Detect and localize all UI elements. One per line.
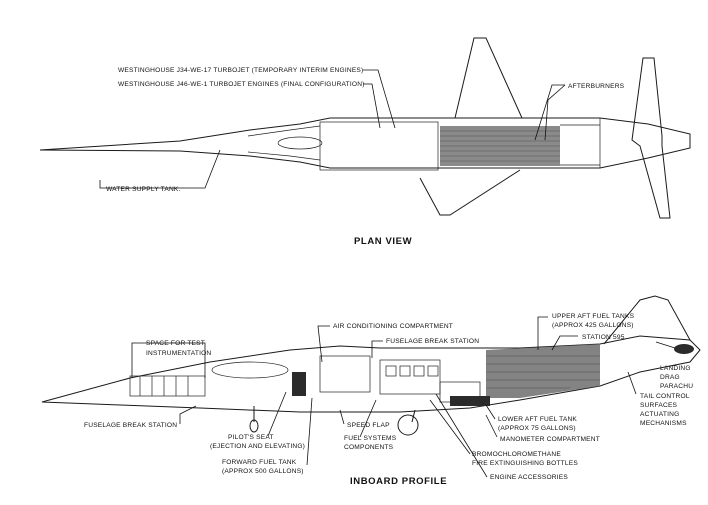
label-fire-bottles: FIRE EXTINGUISHING BOTTLES	[472, 460, 578, 467]
label-surfaces: SURFACES	[640, 402, 678, 409]
label-parachute: PARACHU	[660, 383, 693, 390]
label-afterburners: AFTERBURNERS	[568, 83, 625, 90]
label-upper-aft-gallons: (APPROX 425 GALLONS)	[552, 322, 634, 329]
plan-view-title: PLAN VIEW	[354, 236, 412, 247]
label-forward-fuel-tank: FORWARD FUEL TANK	[222, 459, 297, 466]
label-j34-engine: WESTINGHOUSE J34-WE-17 TURBOJET (TEMPORA…	[118, 67, 363, 74]
label-station-595: STATION 595	[582, 334, 625, 341]
profile-lower-aft-tank	[450, 396, 490, 406]
label-water-supply-tank: WATER SUPPLY TANK.	[106, 186, 181, 193]
label-j46-engine: WESTINGHOUSE J46-WE-1 TURBOJET ENGINES (…	[118, 81, 365, 88]
profile-nose-gear	[249, 406, 259, 433]
plan-inlet	[247, 125, 321, 161]
label-upper-aft-tanks: UPPER AFT FUEL TANKS	[552, 313, 635, 320]
label-landing: LANDING	[660, 365, 691, 372]
label-fuel-systems: FUEL SYSTEMS	[344, 435, 397, 442]
plan-engine-bay	[319, 121, 439, 171]
label-air-conditioning: AIR CONDITIONING COMPARTMENT	[333, 323, 453, 330]
label-lower-aft-gallons: (APPROX 75 GALLONS)	[498, 425, 576, 432]
plan-lower-wing	[419, 169, 521, 216]
label-fuselage-break-bottom: FUSELAGE BREAK STATION	[84, 422, 177, 429]
profile-parachute-housing	[674, 344, 694, 354]
profile-upper-aft-tank	[486, 344, 600, 398]
label-pilot-seat: PILOT'S SEAT	[228, 434, 274, 441]
plan-tail	[631, 57, 671, 219]
label-drag: DRAG	[660, 374, 680, 381]
plan-cockpit	[277, 136, 323, 150]
profile-instrumentation-bay	[129, 375, 206, 397]
label-forward-fuel-gallons: (APPROX 500 GALLONS)	[222, 468, 304, 475]
label-speed-flap: SPEED FLAP	[347, 422, 390, 429]
inboard-profile-title: INBOARD PROFILE	[350, 476, 447, 487]
label-actuating: ACTUATING	[640, 411, 679, 418]
profile-canopy	[211, 361, 289, 379]
label-instrumentation: INSTRUMENTATION	[146, 350, 211, 357]
profile-main-gear	[397, 409, 419, 436]
profile-air-conditioning	[319, 355, 371, 393]
label-bromochloromethane: BROMOCHLOROMETHANE	[472, 451, 561, 458]
profile-engine-accessories	[379, 359, 481, 403]
label-mechanisms: MECHANISMS	[640, 420, 687, 427]
label-fuselage-break-top: FUSELAGE BREAK STATION	[386, 338, 479, 345]
profile-fuselage	[41, 335, 701, 413]
label-space-for-test: SPACE FOR TEST	[146, 340, 205, 347]
label-components: COMPONENTS	[344, 444, 394, 451]
label-tail-control: TAIL CONTROL	[640, 393, 690, 400]
label-ejection-elevating: (EJECTION AND ELEVATING)	[210, 443, 305, 450]
label-lower-aft-tank: LOWER AFT FUEL TANK	[498, 416, 577, 423]
label-engine-accessories: ENGINE ACCESSORIES	[490, 474, 568, 481]
plan-view: WESTINGHOUSE J34-WE-17 TURBOJET (TEMPORA…	[39, 37, 691, 247]
inboard-profile: SPACE FOR TEST INSTRUMENTATION AIR CONDI…	[41, 295, 701, 487]
profile-pilot-seat	[292, 372, 306, 396]
plan-afterburner-hatch	[440, 126, 560, 166]
plan-fuselage	[39, 117, 691, 169]
label-manometer: MANOMETER COMPARTMENT	[500, 436, 600, 443]
plan-upper-wing	[454, 37, 523, 119]
profile-fin	[603, 295, 691, 345]
